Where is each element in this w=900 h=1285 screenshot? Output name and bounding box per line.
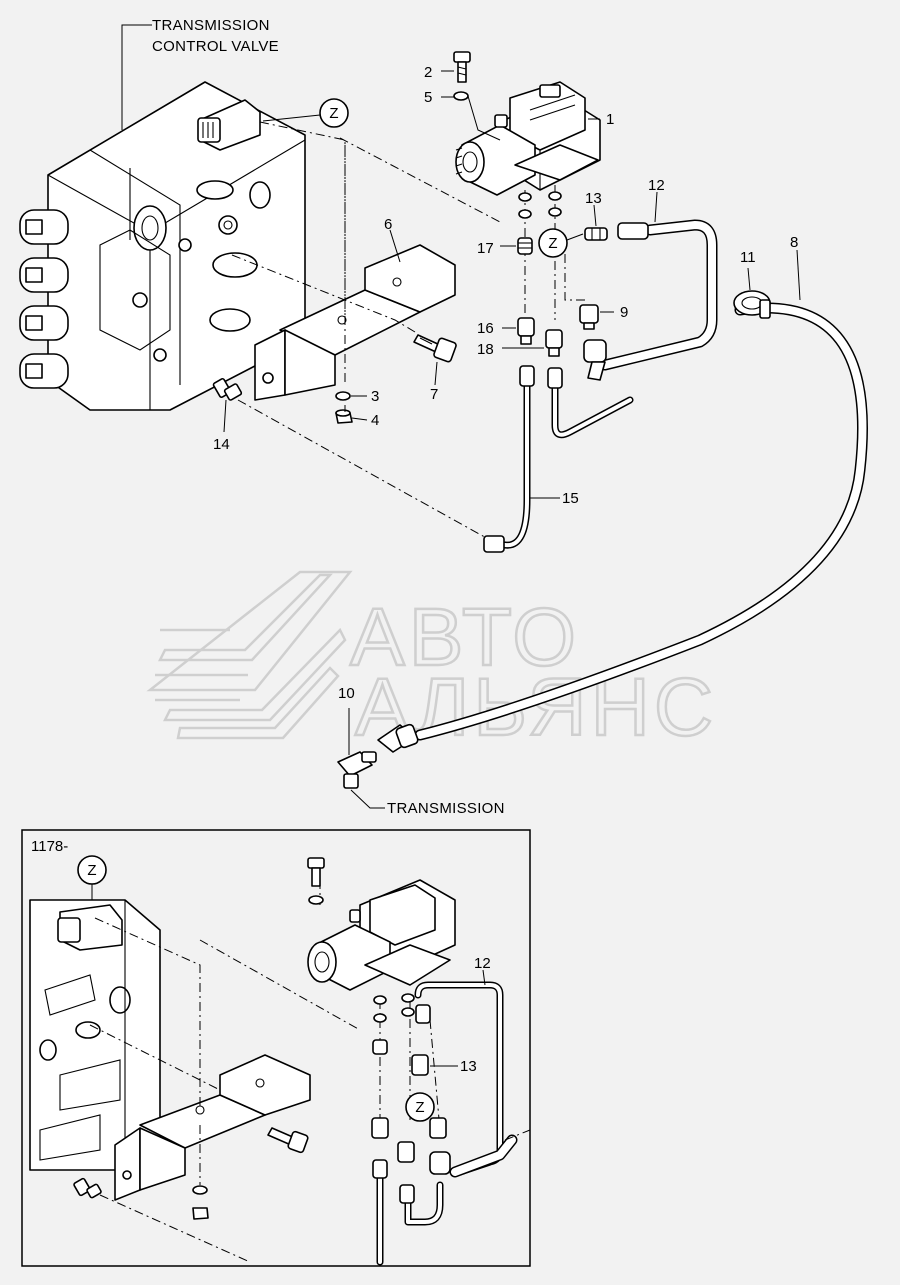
callout-18: 18	[477, 341, 494, 358]
tube-15	[483, 365, 560, 553]
callouts-main: 1 2 3 4 5 6 7 8 9 10 11 12 13 14 15 16 1…	[213, 64, 798, 702]
callout-13: 13	[585, 190, 602, 207]
detail-marker-z-main: Z	[262, 98, 349, 128]
solenoid-valve-1	[455, 81, 601, 196]
detail-marker-z-main-label: Z	[329, 105, 338, 122]
callout-14: 14	[213, 436, 230, 453]
bolt-2	[441, 51, 471, 83]
callout-1: 1	[606, 111, 614, 128]
inset-bracket	[114, 1054, 311, 1201]
valve-solenoid-connector	[197, 99, 261, 151]
inset-tubes	[372, 981, 531, 1266]
inset-fitting-14	[73, 1177, 102, 1199]
callout-7: 7	[430, 386, 438, 403]
tube-return	[547, 367, 634, 439]
callout-12: 12	[648, 177, 665, 194]
fitting-18	[502, 329, 563, 357]
callout-15: 15	[562, 490, 579, 507]
inset-serial-label: 1178-	[31, 838, 68, 855]
callout-2: 2	[424, 64, 432, 81]
callout-10: 10	[338, 685, 355, 702]
inset-1178: 1178- Z	[21, 829, 531, 1267]
detail-marker-z-inset-label: Z	[87, 862, 96, 879]
caption-tcv-line1: TRANSMISSION	[152, 17, 270, 34]
caption-transmission: TRANSMISSION	[387, 800, 505, 817]
inset-frame	[21, 829, 531, 1267]
bolt-7	[413, 334, 457, 386]
transmission-control-valve	[19, 81, 306, 411]
fitting-16	[502, 317, 535, 345]
watermark: АВТО АЛЬЯНС	[146, 570, 714, 754]
assembly-lines-inset	[89, 880, 441, 1263]
callout-16: 16	[477, 320, 494, 337]
bracket	[254, 229, 456, 401]
inset-solenoid-valve	[307, 857, 456, 991]
inset-fittings	[371, 993, 447, 1163]
washer-5	[441, 91, 501, 141]
elbow-fitting-10	[337, 708, 385, 809]
fitting-17	[500, 237, 533, 255]
valve-ports	[99, 180, 271, 362]
fitting-9	[579, 304, 614, 330]
caption-transmission-control-valve: TRANSMISSION CONTROL VALVE	[121, 17, 279, 130]
callout-3: 3	[371, 388, 379, 405]
inset-callouts: 12 13	[430, 955, 491, 1075]
detail-marker-z-inset: Z	[77, 855, 107, 918]
detail-marker-z-valve-label: Z	[548, 235, 557, 252]
inset-callout-12: 12	[474, 955, 491, 972]
inset-washer	[192, 1185, 208, 1195]
inset-callout-13: 13	[460, 1058, 477, 1075]
fitting-13	[584, 204, 608, 241]
callout-9: 9	[620, 304, 628, 321]
callout-17: 17	[477, 240, 494, 257]
detail-marker-z-inset-2-label: Z	[415, 1099, 424, 1116]
o-rings	[518, 191, 562, 219]
fitting-14	[212, 378, 243, 433]
caption-tcv-line2: CONTROL VALVE	[152, 38, 279, 55]
valve-spool-caps	[19, 209, 69, 389]
hose-end-fitting	[377, 723, 419, 753]
clamp-11	[733, 267, 771, 319]
callout-6: 6	[384, 216, 392, 233]
callout-11: 11	[740, 249, 756, 266]
callout-4: 4	[371, 412, 379, 429]
inset-valve-body	[29, 899, 161, 1171]
nut-4	[335, 409, 368, 424]
washer-3	[335, 391, 367, 401]
hose-12	[583, 191, 718, 381]
inset-bolt	[267, 1127, 309, 1154]
detail-marker-z-valve: Z	[538, 228, 584, 258]
watermark-logo	[146, 570, 353, 740]
callout-5: 5	[424, 89, 432, 106]
inset-nut	[192, 1207, 209, 1220]
detail-marker-z-inset-2: Z	[405, 1092, 435, 1122]
callout-8: 8	[790, 234, 798, 251]
watermark-line1: АВТО	[350, 592, 580, 683]
hose-8	[414, 249, 868, 741]
